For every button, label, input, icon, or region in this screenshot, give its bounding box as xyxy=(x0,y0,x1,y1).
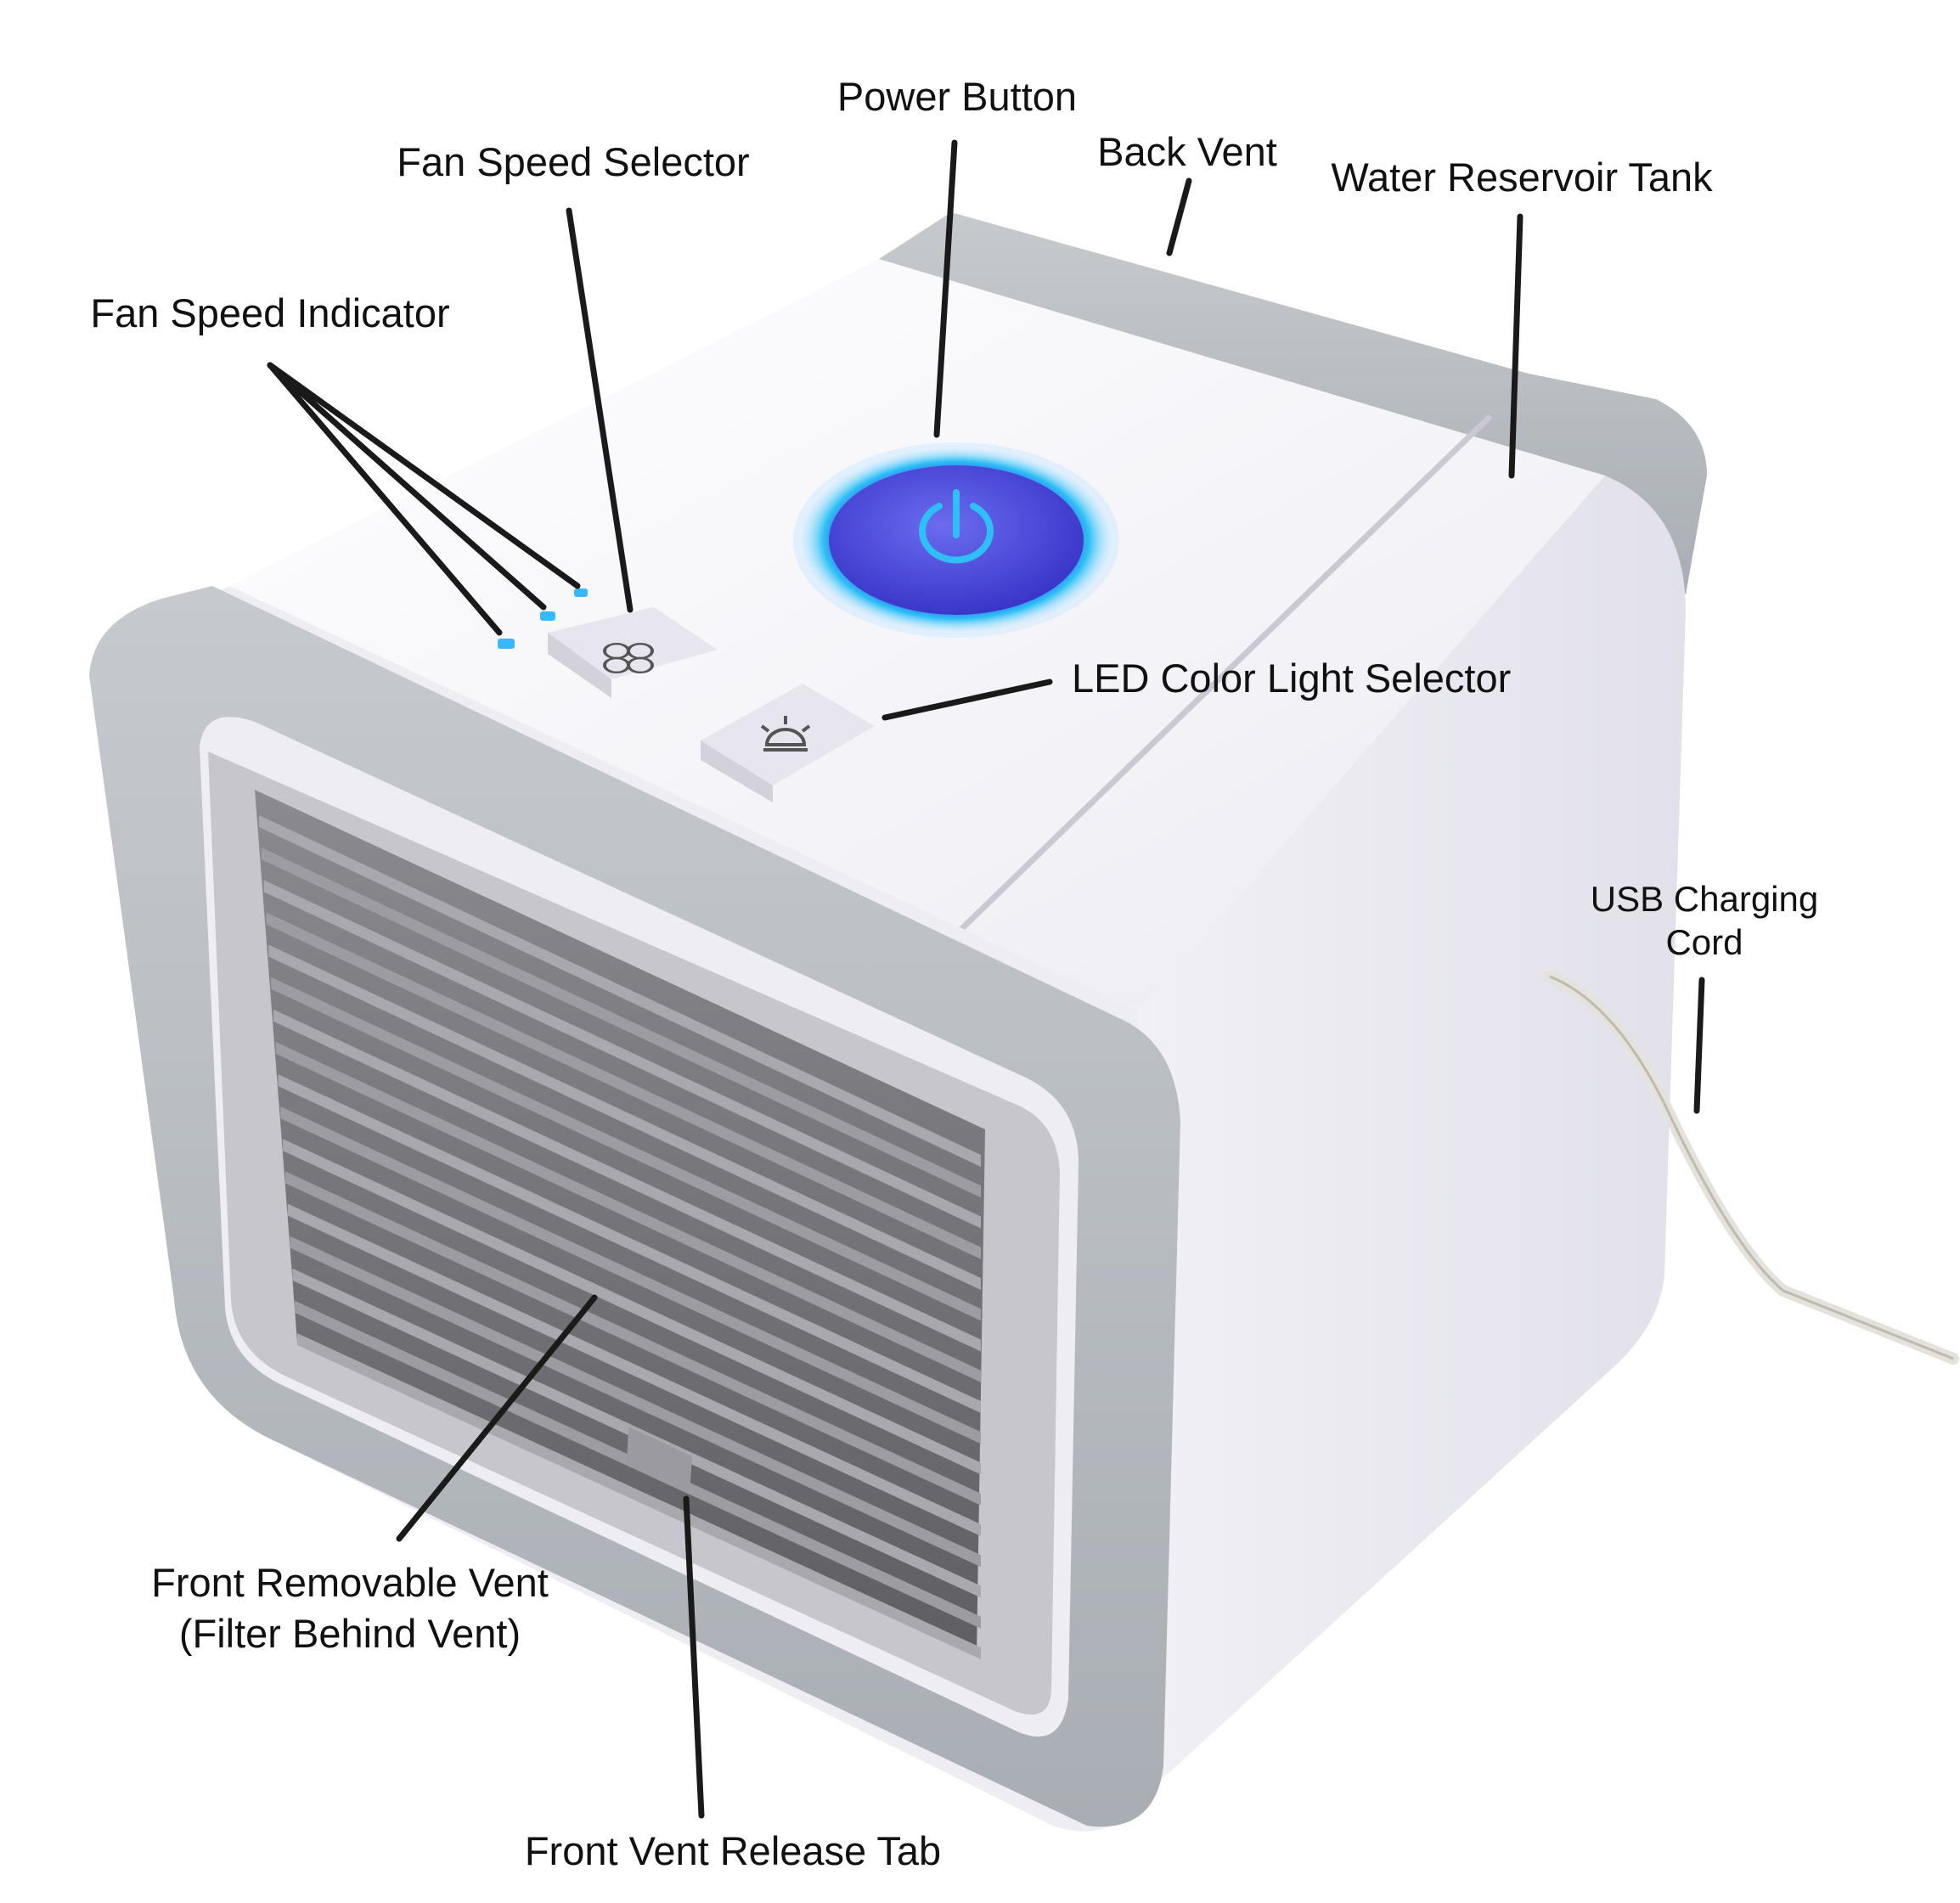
vent-louver-slat xyxy=(290,1236,981,1568)
fan-speed-led-2 xyxy=(540,611,555,621)
label-power-button: Power Button xyxy=(837,74,1077,119)
release-tab-leader xyxy=(683,1495,705,1819)
vent-louver-slat xyxy=(297,1333,981,1659)
fan-icon xyxy=(603,642,654,674)
label-usb-charging-cord-line1: USB Charging xyxy=(1591,879,1818,919)
label-front-removable-vent-line2: (Filter Behind Vent) xyxy=(179,1611,521,1656)
label-water-reservoir-tank: Water Reservoir Tank xyxy=(1331,155,1713,200)
vent-louver-slat xyxy=(271,977,981,1321)
vent-louver-slat xyxy=(278,1074,981,1413)
led-selector-leader xyxy=(881,678,1053,721)
water-reservoir-leader xyxy=(1508,213,1524,479)
front-trim-frame xyxy=(89,586,1180,1827)
reservoir-seam xyxy=(927,414,1493,962)
label-led-color-light-selector: LED Color Light Selector xyxy=(1072,656,1511,701)
leader-lines xyxy=(267,139,1705,1819)
label-fan-speed-indicator: Fan Speed Indicator xyxy=(90,290,449,335)
vent-louver-slat xyxy=(266,912,981,1259)
callout-labels: Power Button Back Vent Water Reservoir T… xyxy=(90,74,1818,1873)
fan-speed-indicator-leds xyxy=(498,588,588,649)
power-button[interactable] xyxy=(793,442,1119,638)
front-vent-leader xyxy=(396,1294,598,1542)
vent-louver-slat xyxy=(284,1171,981,1506)
power-button-leader xyxy=(933,139,958,438)
usb-cord-leader xyxy=(1693,977,1705,1114)
fan-speed-selector-leader xyxy=(566,207,634,613)
led-color-light-selector-button[interactable] xyxy=(701,684,875,802)
fan-speed-indicator-leader-1 xyxy=(267,362,503,636)
vent-louver-slat xyxy=(268,944,981,1290)
fan-speed-selector-button[interactable] xyxy=(548,607,718,698)
vent-louver-slat xyxy=(273,1009,981,1352)
fan-speed-indicator-leader-2 xyxy=(267,362,547,611)
right-side-panel xyxy=(1129,476,1686,1809)
vent-louver-slat xyxy=(275,1041,981,1382)
power-icon xyxy=(919,489,994,564)
vent-louver-slat xyxy=(280,1106,981,1444)
label-usb-charging-cord-line2: Cord xyxy=(1665,922,1743,962)
label-back-vent: Back Vent xyxy=(1097,129,1277,174)
vent-louver-slat xyxy=(263,880,981,1229)
label-front-vent-release-tab: Front Vent Release Tab xyxy=(525,1828,941,1873)
light-bulb-icon xyxy=(760,716,811,752)
vent-louver-slat xyxy=(283,1139,981,1475)
label-fan-speed-selector: Fan Speed Selector xyxy=(397,139,749,184)
vent-louver-slat xyxy=(287,1203,981,1536)
fan-speed-indicator-leader-3 xyxy=(267,362,581,589)
air-cooler-device xyxy=(89,212,1959,1832)
front-vent-release-tab xyxy=(627,1427,692,1495)
vent-louver-slat xyxy=(261,847,981,1198)
label-front-removable-vent-line1: Front Removable Vent xyxy=(151,1560,549,1605)
fan-speed-led-3 xyxy=(574,588,588,597)
front-removable-vent xyxy=(255,790,985,1656)
back-vent-leader xyxy=(1166,177,1192,256)
vent-louver-slat xyxy=(259,815,981,1167)
fan-speed-led-1 xyxy=(498,639,515,649)
